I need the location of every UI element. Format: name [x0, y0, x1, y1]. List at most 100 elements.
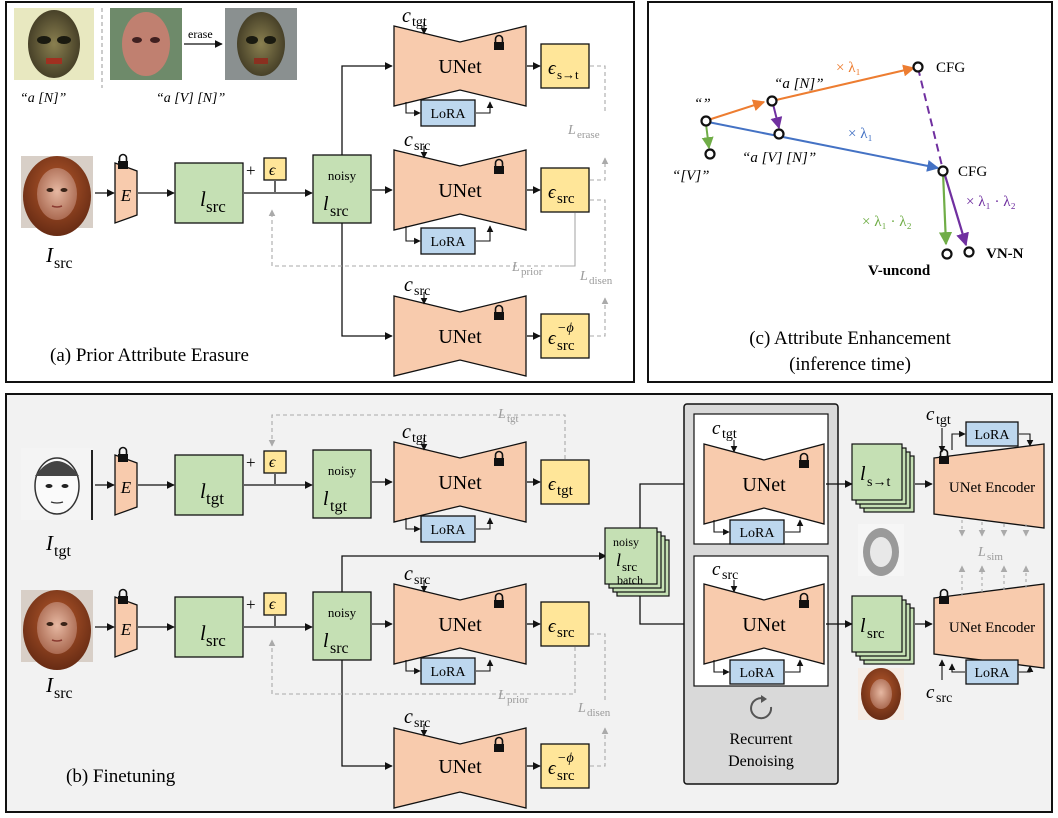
- mask-image-b: [225, 8, 297, 80]
- lhat-l-1: l: [860, 463, 866, 485]
- cond-sub-b3: src: [414, 716, 430, 731]
- cond-c-a2: c: [404, 129, 413, 151]
- unet-label-r2: UNet: [742, 614, 786, 636]
- unet-encoder-label-1: UNet Encoder: [949, 480, 1035, 496]
- face-src-a: [21, 156, 93, 236]
- eps-sup-b3: −ϕ: [557, 751, 574, 766]
- latent-sub-b1: tgt: [206, 489, 224, 508]
- erase-label: erase: [188, 27, 213, 41]
- noisy-sub-a: src: [330, 203, 349, 220]
- I-src-b: I: [45, 673, 54, 697]
- face-output-sketch: [858, 524, 904, 576]
- enc-c-top-sub: tgt: [936, 413, 951, 428]
- loss-prior-L-b: L: [497, 688, 506, 703]
- lora-b-tgt: [420, 515, 476, 543]
- loss-tgt-sub: tgt: [507, 413, 519, 425]
- eps-b2: ϵ: [548, 616, 557, 637]
- eps-s2t-a: [540, 43, 590, 89]
- lhat-l-2: l: [860, 615, 866, 637]
- noisy-batch-stack: [604, 527, 670, 597]
- enc-c-bot: c: [926, 682, 935, 703]
- cond-c-a3: c: [404, 274, 413, 296]
- unet-b-frozen: [393, 727, 527, 809]
- I-tgt: I: [45, 531, 54, 555]
- lora-a-top: [420, 99, 476, 127]
- noise-box-b-tgt: [263, 450, 287, 474]
- c-lambda-blue: × λ₁: [848, 126, 873, 142]
- loss-tgt-L: L: [497, 407, 506, 422]
- noise-eps-b2: ϵ: [269, 596, 276, 613]
- loss-disen-L-a: L: [579, 269, 588, 284]
- unet-label-b2: UNet: [438, 614, 482, 636]
- c-prompt-n: “a [N]”: [774, 76, 824, 92]
- c-vn-n: VN-N: [986, 246, 1024, 262]
- noisy-latent-a: [312, 154, 372, 224]
- latent-sub-b2: src: [206, 631, 226, 650]
- face-tgt-sketch: [21, 448, 93, 520]
- cond-sub-b1: tgt: [412, 431, 427, 446]
- eps-a1: ϵ: [548, 58, 557, 79]
- eps-sub-a1: s→t: [557, 67, 579, 82]
- eps-a2: ϵ: [548, 182, 557, 203]
- lora-recurrent-bot: [729, 659, 785, 685]
- cond-c-b3: c: [404, 706, 413, 728]
- cond-c-r2: c: [712, 559, 721, 580]
- lora-label-e2: LoRA: [975, 666, 1011, 681]
- man-image-a: [110, 8, 182, 80]
- lora-encoder-bot: [965, 659, 1019, 685]
- eps-b1: ϵ: [548, 474, 557, 495]
- I-src-a: I: [45, 243, 54, 267]
- eps-tgt-b: [540, 459, 590, 505]
- latent-src-a: [174, 162, 244, 224]
- c-prompt-v: “[V]”: [672, 168, 710, 184]
- cond-sub-a2: src: [414, 139, 430, 154]
- batch-l: l: [616, 550, 621, 570]
- prompt-n-label: “a [N]”: [20, 91, 67, 106]
- lora-encoder-top: [965, 421, 1019, 447]
- c-prompt-empty: “”: [694, 96, 711, 112]
- loss-disen-sub-a: disen: [589, 275, 613, 287]
- eps-src-phi-a: [540, 313, 590, 359]
- lora-recurrent-top: [729, 519, 785, 545]
- noisy-sub-b1: tgt: [330, 498, 347, 515]
- loss-prior-sub-a: prior: [521, 266, 543, 278]
- lhat-sub-1: s→t: [867, 475, 890, 490]
- lhat-s2t-stack: [851, 443, 915, 513]
- latent-l-a: l: [200, 187, 206, 211]
- recurrent-label-1: Recurrent: [729, 731, 793, 748]
- caption-b: (b) Finetuning: [66, 766, 176, 787]
- lora-label-r2: LoRA: [740, 666, 776, 681]
- lora-label-r1: LoRA: [740, 526, 776, 541]
- batch-label: batch: [617, 573, 643, 587]
- recurrent-label-2: Denoising: [728, 753, 794, 770]
- cond-c-a1: c: [402, 5, 411, 27]
- lora-label-b1: LoRA: [431, 523, 467, 538]
- loss-prior-sub-b: prior: [507, 694, 529, 706]
- encoder-b-src: [114, 596, 138, 658]
- eps-sup-a3: −ϕ: [557, 321, 574, 336]
- latent-l-b2: l: [200, 621, 206, 645]
- eps-a3: ϵ: [548, 328, 557, 349]
- cond-sub-r1: tgt: [722, 427, 737, 442]
- unet-b-src: [393, 583, 527, 665]
- noisy-label-b2: noisy: [328, 605, 357, 620]
- c-lambda-purple: × λ₁ · λ₂: [966, 194, 1016, 210]
- unet-a-mid: [393, 149, 527, 231]
- noisy-l-b2: l: [323, 630, 329, 652]
- I-src-sub-b: src: [54, 685, 73, 702]
- eps-sub-b1: tgt: [557, 483, 574, 499]
- I-tgt-sub: tgt: [54, 543, 71, 560]
- unet-recurrent-top: [703, 443, 825, 525]
- cond-sub-a3: src: [414, 284, 430, 299]
- encoder-a: [114, 162, 138, 224]
- latent-tgt-b: [174, 454, 244, 516]
- eps-b3: ϵ: [548, 758, 557, 779]
- cond-c-r1: c: [712, 418, 721, 439]
- c-cfg-top: CFG: [936, 60, 965, 76]
- eps-sub-a3: src: [557, 338, 575, 354]
- noisy-sub-b2: src: [330, 640, 349, 657]
- face-output-src: [858, 668, 904, 720]
- lora-b-src: [420, 657, 476, 685]
- lhat-sub-2: src: [867, 626, 885, 642]
- face-src-b: [21, 590, 93, 670]
